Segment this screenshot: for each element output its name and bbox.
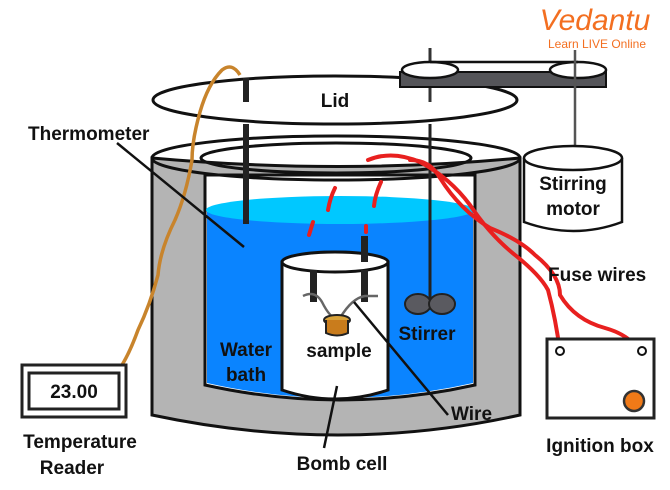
- thermometer-rod: [243, 124, 249, 224]
- electrode-left: [310, 270, 317, 302]
- water-bath-label-1: Water: [220, 340, 273, 361]
- electrode-top: [361, 236, 368, 262]
- ignition-button[interactable]: [622, 389, 646, 413]
- stirrer-paddle-right: [428, 293, 456, 315]
- sample-label: sample: [306, 341, 371, 362]
- jacket-rim-outer: [150, 134, 522, 182]
- stirring-motor-top: [522, 144, 624, 172]
- pulley-left: [400, 60, 460, 80]
- stirrer-paddle-left: [404, 293, 432, 315]
- thermometer-label: Thermometer: [28, 124, 150, 145]
- sample-cup: [325, 320, 349, 337]
- fuse-wires-label: Fuse wires: [548, 265, 646, 286]
- temperature-reader-label-2: Reader: [40, 458, 105, 479]
- electrode-right: [361, 270, 368, 302]
- fuse-wire-stub-2: [372, 180, 383, 208]
- bomb-cell-top: [280, 250, 390, 274]
- fuse-wire-stub-3: [307, 220, 315, 237]
- fuse-wire-stub-1: [326, 186, 337, 212]
- lid-label: Lid: [321, 91, 350, 112]
- thermometer-leader: [116, 142, 245, 248]
- ignition-box-label: Ignition box: [546, 436, 654, 457]
- temperature-reader-display: [27, 371, 121, 411]
- fuse-wire-2: [408, 158, 642, 354]
- bomb-cell-label: Bomb cell: [297, 454, 388, 475]
- ignition-terminal-right: [637, 346, 647, 356]
- wire-label: Wire: [451, 404, 492, 425]
- water-surface: [206, 196, 474, 224]
- jacket-rim-inner: [199, 141, 473, 175]
- ignition-terminal-left: [555, 346, 565, 356]
- pulley-right: [548, 60, 608, 80]
- stirrer-label: Stirrer: [398, 324, 456, 345]
- wire-leader: [353, 301, 449, 416]
- brand-logo: Vedantu: [540, 4, 651, 37]
- stirring-motor: [522, 158, 624, 233]
- brand-tagline: Learn LIVE Online: [548, 37, 646, 51]
- stirring-motor-label-2: motor: [546, 199, 600, 220]
- bomb-cell-leader: [322, 385, 339, 449]
- thermometer-wire: [120, 65, 242, 366]
- stirring-motor-label-1: Stirring: [539, 174, 607, 195]
- water-bath-label-2: bath: [226, 365, 266, 386]
- temperature-reader-label-1: Temperature: [23, 432, 137, 453]
- temperature-reading: 23.00: [50, 382, 98, 403]
- thermometer-rod-top: [243, 78, 249, 102]
